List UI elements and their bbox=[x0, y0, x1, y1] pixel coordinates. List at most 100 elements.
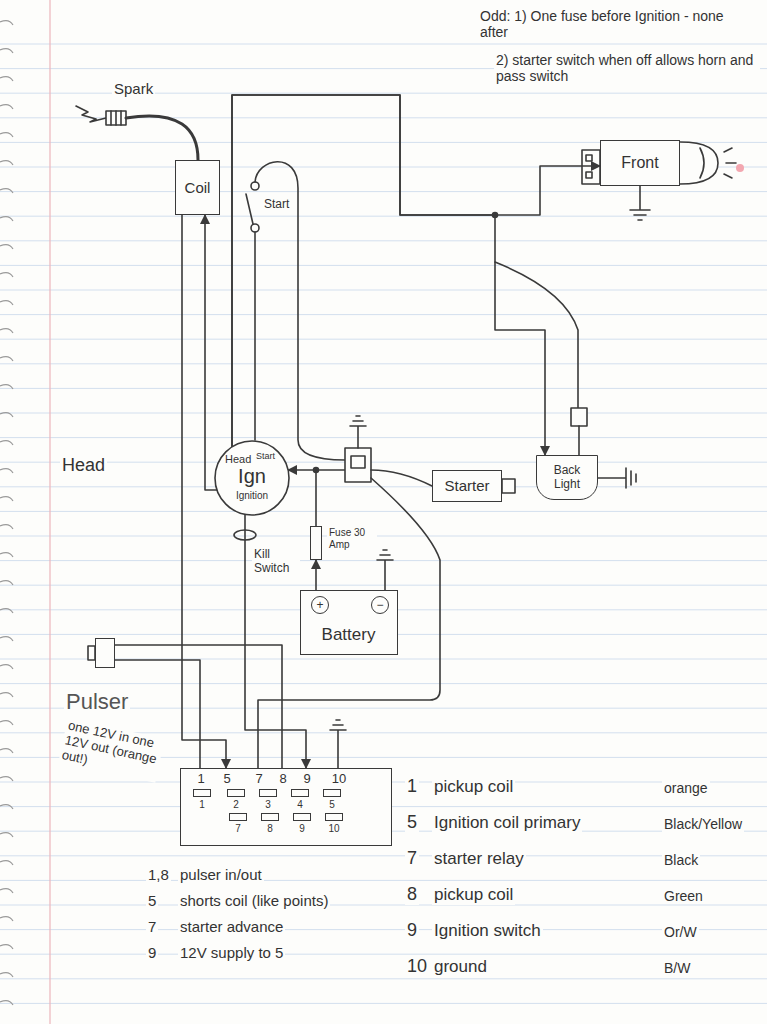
pin-number: 7 bbox=[249, 772, 269, 787]
ruled-line bbox=[0, 240, 767, 241]
ruled-line bbox=[0, 536, 767, 537]
binding-notch bbox=[0, 329, 13, 333]
binding-notch bbox=[0, 385, 13, 389]
binding-notch bbox=[0, 1001, 13, 1005]
ground-symbol bbox=[350, 416, 366, 448]
binding-notch bbox=[0, 217, 13, 221]
ruled-line bbox=[0, 363, 767, 364]
edge-label: Kill Switch bbox=[252, 548, 300, 576]
part-name: Back Light bbox=[540, 464, 594, 492]
pin-function: Ignition coil primary bbox=[432, 813, 582, 833]
ground-symbol bbox=[630, 186, 650, 220]
pin-socket bbox=[325, 813, 343, 821]
ruled-line bbox=[0, 585, 767, 586]
ruled-line bbox=[0, 339, 767, 340]
pin-number: 9 bbox=[405, 920, 419, 941]
fuse-symbol: Fuse 30 Amp bbox=[310, 526, 322, 560]
wire-color: orange bbox=[662, 780, 710, 796]
binding-notch bbox=[0, 637, 13, 641]
pin-number: 5 bbox=[324, 799, 340, 811]
ruled-line bbox=[0, 954, 767, 955]
wire-color: B/W bbox=[662, 960, 692, 976]
binding-notch bbox=[0, 945, 13, 949]
pin-number: 1 bbox=[191, 772, 211, 787]
pin-number: 7 bbox=[230, 823, 246, 835]
binding-notch bbox=[0, 805, 13, 809]
pin-note: shorts coil (like points) bbox=[178, 892, 330, 909]
wire-connector bbox=[245, 514, 306, 768]
part-name: Fuse 30 Amp bbox=[327, 527, 377, 550]
switch-label: Ign bbox=[214, 465, 290, 488]
binding-notch bbox=[0, 553, 13, 557]
part-name: Coil bbox=[185, 179, 211, 196]
headlight-lens bbox=[680, 142, 718, 184]
pin-number: 8 bbox=[405, 884, 419, 905]
binding-notch bbox=[0, 889, 13, 893]
spark-lead bbox=[126, 116, 198, 160]
ruled-line bbox=[0, 880, 767, 881]
switch-label: Head bbox=[225, 453, 251, 466]
plug-pin bbox=[586, 172, 592, 178]
binding-notch bbox=[0, 525, 13, 529]
wire-color: Or/W bbox=[662, 924, 699, 940]
ruled-line bbox=[0, 265, 767, 266]
ruled-line bbox=[0, 462, 767, 463]
wire-color: Black bbox=[662, 852, 700, 868]
switch-label: Start bbox=[262, 198, 291, 212]
region-label: Head bbox=[60, 455, 107, 476]
switch-blade bbox=[246, 194, 253, 224]
starter-nub bbox=[502, 479, 515, 493]
wire-connector bbox=[232, 95, 545, 455]
part-name: Starter bbox=[444, 477, 489, 494]
part-name: Pulser bbox=[64, 689, 130, 714]
pin-note: 12V supply to 5 bbox=[178, 944, 285, 961]
tail-switch bbox=[571, 408, 587, 426]
relay-signal-wire bbox=[258, 478, 440, 768]
start-wire bbox=[254, 232, 256, 440]
red-mark bbox=[736, 164, 744, 172]
headlight-box: Front bbox=[600, 140, 680, 186]
binding-notch bbox=[0, 917, 13, 921]
headlight-lens bbox=[700, 148, 704, 178]
pin-function: pickup coil bbox=[432, 777, 515, 797]
pin-socket bbox=[293, 813, 311, 821]
binding-notch bbox=[0, 861, 13, 865]
ruled-line bbox=[0, 216, 767, 217]
note-text: Odd: 1) One fuse before Ignition - none … bbox=[478, 8, 744, 40]
starter-box: Starter bbox=[432, 470, 502, 502]
ground-symbol bbox=[330, 720, 346, 768]
binding-notch bbox=[0, 273, 13, 277]
binding-notch bbox=[0, 497, 13, 501]
ruled-line bbox=[0, 929, 767, 930]
pin-socket bbox=[261, 813, 279, 821]
pin-socket bbox=[193, 789, 211, 797]
binding-notch bbox=[0, 581, 13, 585]
binding-notch bbox=[0, 161, 13, 165]
pin-number: 2 bbox=[228, 799, 244, 811]
pin-number: 5 bbox=[405, 812, 419, 833]
pin-function: pickup coil bbox=[432, 885, 515, 905]
pin-number: 8 bbox=[273, 772, 293, 787]
wire-color: Green bbox=[662, 888, 705, 904]
ruled-line bbox=[0, 486, 767, 487]
pin-socket bbox=[323, 789, 341, 797]
spark-plug-thread bbox=[111, 111, 121, 125]
start-wire bbox=[255, 162, 345, 460]
binding-notch bbox=[0, 609, 13, 613]
ruled-line bbox=[0, 314, 767, 315]
part-name: − bbox=[371, 596, 389, 614]
spark-plug bbox=[106, 111, 126, 125]
ruled-line bbox=[0, 905, 767, 906]
binding-notch bbox=[0, 469, 13, 473]
ruled-line bbox=[0, 855, 767, 856]
ruled-line bbox=[0, 388, 767, 389]
binding-notch bbox=[0, 749, 13, 753]
ignition-switch: HeadStartIgnIgnition bbox=[214, 440, 290, 516]
binding-notch bbox=[0, 973, 13, 977]
ruled-line bbox=[0, 191, 767, 192]
headlight-plug bbox=[582, 150, 600, 184]
binding-notch bbox=[0, 133, 13, 137]
ruled-line bbox=[0, 1003, 767, 1004]
starter-wire bbox=[371, 470, 432, 486]
